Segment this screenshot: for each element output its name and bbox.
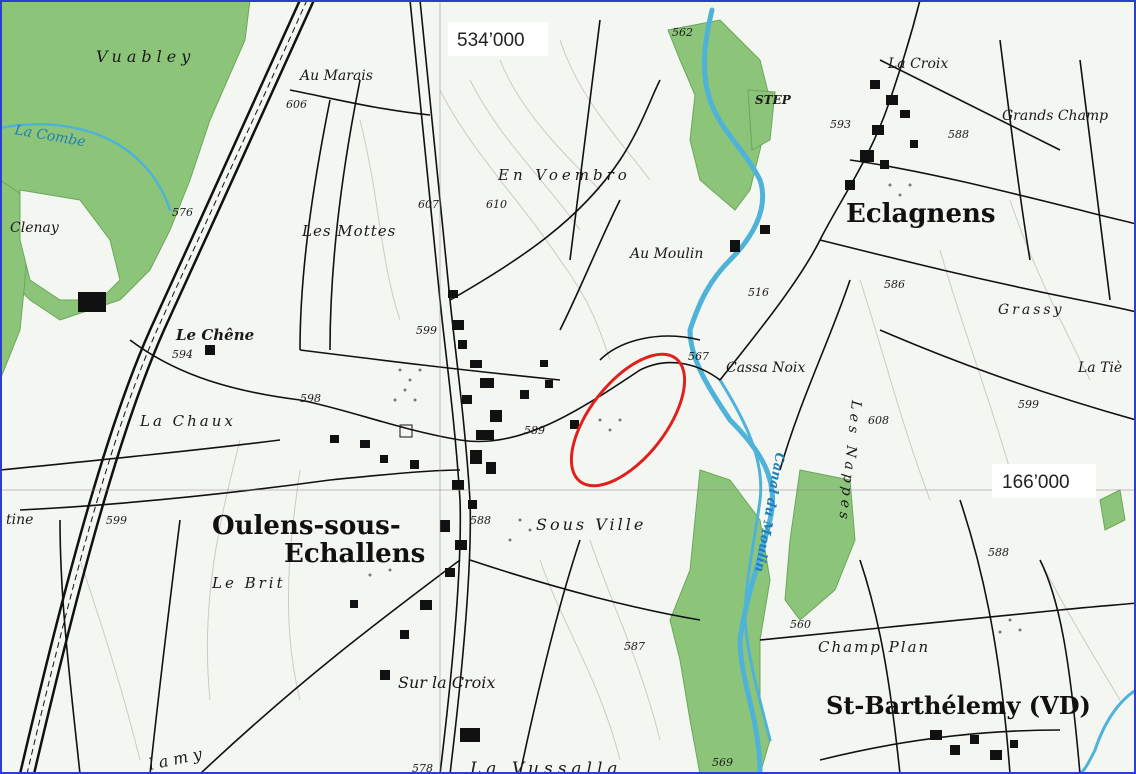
altitude-594: 594 [172,348,193,361]
place-oulens: Oulens-sous- [212,511,401,541]
altitude-588-east: 588 [948,128,969,141]
altitude-588: 588 [470,514,491,527]
road-west-east [129,339,721,443]
altitude-599-east: 599 [1018,398,1039,411]
label-le-chene: Le Chêne [175,326,254,344]
altitude-599: 599 [416,324,437,337]
altitude-578: 578 [412,762,433,774]
label-cassa-noix: Cassa Noix [726,360,805,376]
stream-east [1078,688,1136,774]
road-main-ns-2 [419,0,472,774]
label-vuabley: Vuabley [96,47,195,66]
road-to-eclagnens [719,0,921,381]
altitude-607: 607 [418,198,439,211]
label-la-tie: La Tiè [1077,360,1122,376]
canal-du-moulin [718,378,772,742]
altitude-610: 610 [486,198,507,211]
label-sous-ville: Sous Ville [536,515,646,534]
label-en-voembro: En Voembro [497,166,631,184]
buildings [78,80,1018,760]
altitude-598: 598 [300,392,321,405]
label-au-moulin: Au Moulin [628,246,703,262]
highlight-ellipse [569,352,687,488]
altitude-589: 589 [524,424,545,437]
label-au-marais: Au Marais [298,68,373,84]
altitude-587: 587 [624,640,645,653]
easting-coordinate-label: 534’000 [457,30,525,51]
label-step: STEP [755,93,792,107]
stream-la-combe [0,123,172,212]
altitude-576: 576 [172,206,193,219]
road-main-ns-1 [409,0,462,774]
label-les-mottes: Les Mottes [301,222,396,240]
forest-east-small [1099,489,1126,531]
altitude-593: 593 [830,118,851,131]
label-clenay: Clenay [10,220,60,236]
altitude-516: 516 [748,286,769,299]
label-le-brit: Le Brit [211,574,286,592]
orchards [368,183,1022,634]
altitude-562: 562 [672,26,693,39]
forest-step [747,89,776,151]
altitude-599-west: 599 [106,514,127,527]
altitude-606: 606 [286,98,307,111]
altitude-608: 608 [868,414,889,427]
place-st-barthelemy: St-Barthélemy (VD) [826,691,1091,720]
altitude-569: 569 [712,756,733,769]
northing-coordinate-label: 166’000 [1002,472,1070,493]
altitude-588-southeast: 588 [988,546,1009,559]
contour-lines [79,39,1121,761]
watercourses [0,7,1136,774]
label-la-vussalla: La Vussalla [469,759,623,774]
label-grands-champs: Grands Champ [1002,108,1108,124]
label-tine: tine [6,512,33,528]
place-eclagnens: Eclagnens [846,199,996,229]
label-champ-plan: Champ Plan [818,638,930,656]
label-la-croix: La Croix [887,56,948,72]
label-grassy: Grassy [998,302,1065,318]
forest-river-south [669,469,771,774]
altitude-560: 560 [790,618,811,631]
altitude-567: 567 [688,350,709,363]
river-main [687,7,776,774]
label-la-chaux: La Chaux [139,412,236,430]
place-echallens: Echallens [284,539,425,569]
label-sur-la-croix: Sur la Croix [398,673,495,692]
altitude-586: 586 [884,278,905,291]
